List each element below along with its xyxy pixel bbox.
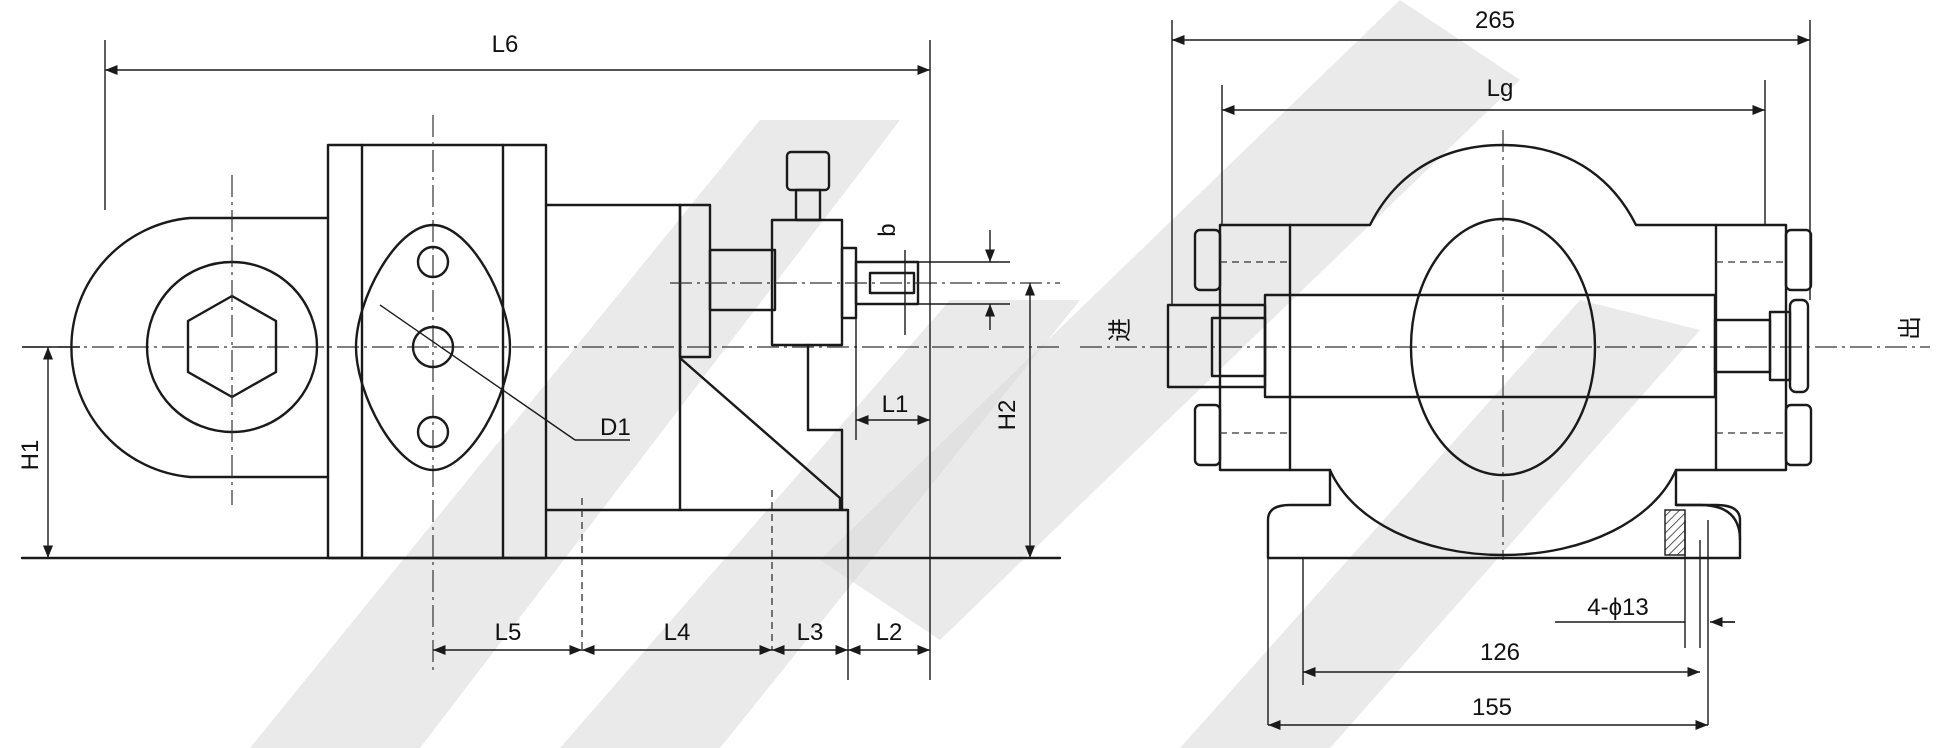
label-L1: L1 bbox=[882, 391, 909, 418]
base bbox=[1266, 468, 1742, 560]
label-holes: 4-ϕ13 bbox=[1587, 594, 1648, 621]
label-155: 155 bbox=[1472, 694, 1512, 721]
housing-bottom bbox=[1288, 468, 1718, 557]
side-view: L6 H1 H2 b L1 D1 L5 L4 L3 L2 bbox=[17, 31, 1062, 680]
label-L4: L4 bbox=[664, 619, 691, 646]
label-126: 126 bbox=[1480, 639, 1520, 666]
mounting-hole-section bbox=[1664, 509, 1686, 556]
flange-hole-center bbox=[411, 325, 455, 369]
label-265: 265 bbox=[1475, 7, 1515, 34]
adjust-knob bbox=[785, 150, 831, 192]
label-Lg: Lg bbox=[1487, 75, 1514, 102]
label-H2: H2 bbox=[994, 400, 1021, 431]
bolt-head-lb bbox=[1193, 403, 1222, 467]
bolt-head-rb bbox=[1784, 403, 1813, 467]
shaft bbox=[708, 248, 777, 312]
label-L3: L3 bbox=[797, 619, 824, 646]
flange-hole-top bbox=[416, 245, 450, 279]
label-b: b bbox=[874, 223, 901, 236]
outlet-valve bbox=[1788, 298, 1810, 394]
outlet-port bbox=[1713, 318, 1772, 374]
bolt-head-lt bbox=[1193, 228, 1222, 292]
key bbox=[868, 271, 916, 295]
housing-top bbox=[1288, 143, 1718, 227]
bracket bbox=[544, 203, 850, 560]
label-L5: L5 bbox=[495, 619, 522, 646]
label-H1: H1 bbox=[17, 440, 44, 471]
label-L6: L6 bbox=[492, 31, 519, 58]
label-L2: L2 bbox=[876, 619, 903, 646]
label-D1: D1 bbox=[600, 414, 631, 441]
flange-oval bbox=[354, 223, 512, 472]
label-inlet: 进 bbox=[1107, 318, 1134, 342]
pump-body bbox=[326, 143, 548, 560]
left-cover bbox=[1218, 223, 1292, 472]
front-view: 265 Lg 进 出 4-ϕ13 126 155 bbox=[1080, 7, 1930, 731]
watermark bbox=[250, 0, 1700, 748]
flange-hole-bottom bbox=[416, 415, 450, 449]
label-outlet: 出 bbox=[1897, 316, 1924, 340]
bolt-head-rt bbox=[1784, 228, 1813, 292]
gear-chamber bbox=[1409, 217, 1597, 477]
